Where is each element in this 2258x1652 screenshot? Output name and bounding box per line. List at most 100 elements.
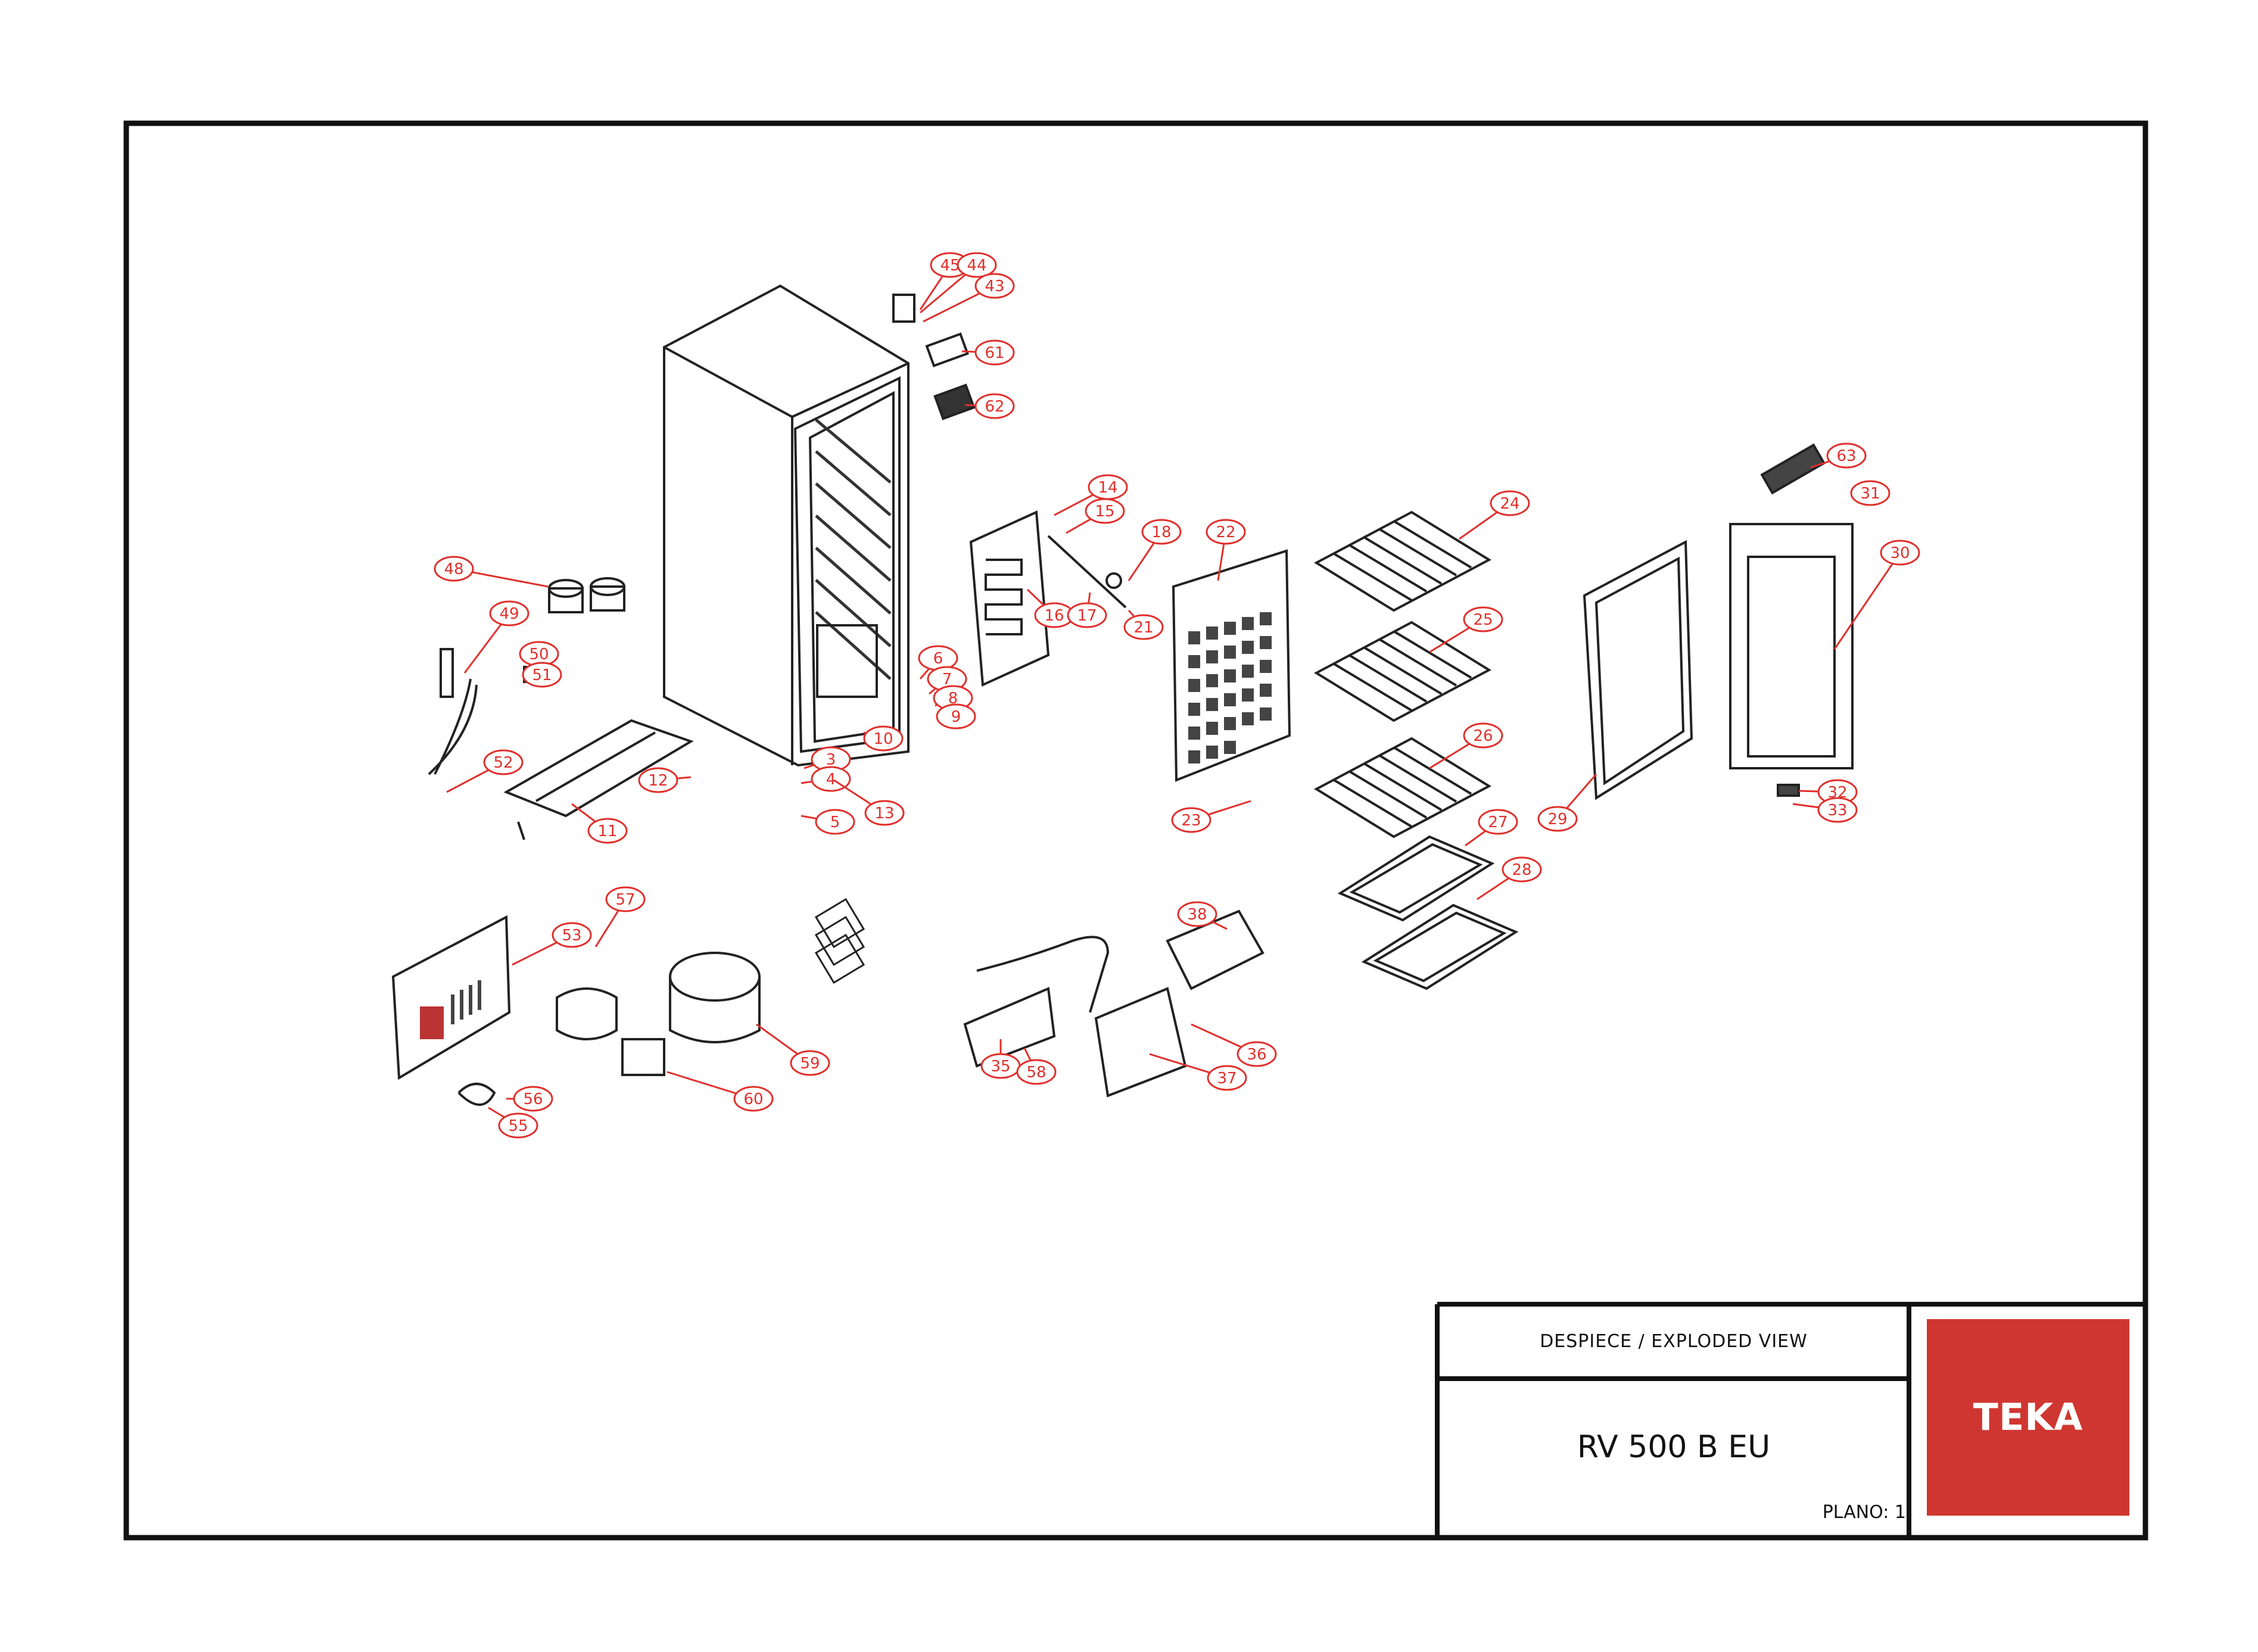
callout-52: 52 — [446, 749, 524, 793]
callout-label: 35 — [991, 1058, 1010, 1076]
callout-14: 14 — [1054, 474, 1128, 516]
callout-35: 35 — [980, 1039, 1021, 1079]
callout-label: 63 — [1836, 447, 1856, 465]
callout-15: 15 — [1066, 498, 1125, 534]
callout-5: 5 — [801, 809, 855, 835]
callout-bubble — [498, 1112, 538, 1139]
callout-bubble — [1490, 490, 1530, 516]
callout-label: 37 — [1217, 1070, 1237, 1087]
callout-bubble — [1537, 806, 1578, 832]
callout-label: 13 — [874, 805, 894, 822]
wine-racks — [1313, 510, 1519, 990]
callout-label: 23 — [1181, 812, 1201, 830]
callout-bubble — [1085, 498, 1125, 524]
callout-49: 49 — [463, 600, 530, 674]
title-block-header: DESPIECE / EXPLODED VIEW — [1540, 1331, 1808, 1352]
callout-28: 28 — [1477, 856, 1542, 900]
callout-bubble — [489, 600, 530, 626]
callout-7: 7 — [927, 666, 967, 695]
teka-logo: TEKA — [1927, 1319, 2129, 1516]
callout-label: 62 — [985, 398, 1004, 416]
callout-label: 55 — [508, 1117, 528, 1135]
callout-label: 3 — [826, 751, 836, 769]
callout-bubble — [1502, 856, 1542, 883]
callout-label: 61 — [985, 344, 1004, 362]
callout-bubble — [513, 1086, 553, 1112]
callout-label: 24 — [1500, 495, 1519, 513]
callout-label: 16 — [1044, 607, 1064, 625]
callout-37: 37 — [1149, 1053, 1247, 1091]
top-parts — [892, 294, 976, 420]
model-name: RV 500 B EU — [1577, 1429, 1771, 1465]
callout-33: 33 — [1792, 797, 1858, 823]
callout-label: 26 — [1473, 727, 1493, 745]
callout-58: 58 — [1016, 1048, 1057, 1085]
callout-bubble — [1123, 614, 1164, 640]
callout-label: 29 — [1547, 811, 1567, 828]
callout-44: 44 — [920, 252, 997, 314]
callout-label: 15 — [1095, 503, 1114, 520]
callout-label: 48 — [444, 560, 463, 578]
callout-label: 25 — [1473, 611, 1493, 629]
callout-label: 50 — [529, 646, 549, 663]
callout-bubble — [1826, 442, 1867, 469]
callout-bubble — [1207, 1065, 1247, 1091]
callout-label: 9 — [951, 708, 961, 726]
callout-bubble — [1478, 809, 1518, 835]
callout-55: 55 — [488, 1106, 538, 1139]
callout-bubble — [974, 393, 1015, 419]
callout-29: 29 — [1537, 774, 1597, 832]
callout-48: 48 — [434, 556, 549, 588]
callout-bubble — [790, 1050, 830, 1076]
callout-bubble — [1850, 480, 1891, 506]
callout-label: 10 — [873, 730, 893, 748]
callout-label: 36 — [1247, 1046, 1266, 1064]
callout-label: 59 — [800, 1055, 820, 1073]
callout-57: 57 — [594, 886, 646, 947]
callout-16: 16 — [1026, 588, 1075, 628]
callout-51: 51 — [522, 662, 562, 688]
machine-compartment — [391, 915, 761, 1106]
callout-63: 63 — [1810, 442, 1867, 469]
callout-bubble — [638, 767, 678, 793]
callout-label: 18 — [1151, 523, 1171, 541]
callout-4: 4 — [801, 766, 851, 792]
callout-6: 6 — [918, 645, 958, 679]
logo-text: TEKA — [1973, 1395, 2083, 1439]
callout-label: 56 — [523, 1090, 543, 1108]
callout-62: 62 — [964, 393, 1015, 419]
callout-10: 10 — [863, 725, 904, 752]
drawing-border — [123, 120, 2148, 1541]
callout-9: 9 — [936, 703, 976, 730]
callout-43: 43 — [923, 273, 1015, 323]
evaporator — [969, 510, 1127, 687]
callout-label: 43 — [985, 278, 1004, 295]
callout-bubble — [1141, 519, 1182, 545]
callout-30: 30 — [1833, 540, 1920, 650]
callout-bubble — [957, 252, 997, 278]
callout-60: 60 — [667, 1071, 774, 1112]
callout-bubble — [1463, 722, 1503, 749]
callout-label: 57 — [615, 891, 635, 909]
callout-label: 22 — [1216, 523, 1235, 541]
callout-bubble — [815, 809, 855, 835]
callout-label: 4 — [826, 771, 836, 788]
callout-label: 53 — [562, 927, 581, 945]
callout-50: 50 — [519, 641, 559, 671]
callout-label: 30 — [1890, 544, 1910, 562]
callout-bubble — [1817, 797, 1858, 823]
plano-number: PLANO: 1 — [1822, 1502, 1906, 1523]
callout-bubble — [1463, 606, 1503, 632]
callout-label: 5 — [830, 813, 840, 831]
callout-label: 52 — [493, 754, 513, 772]
callout-59: 59 — [756, 1023, 830, 1076]
fan-cover — [1172, 549, 1291, 782]
callout-31: 31 — [1850, 480, 1891, 506]
callout-56: 56 — [506, 1086, 553, 1112]
callout-leader — [1833, 552, 1901, 650]
callout-bubble — [974, 273, 1015, 299]
callout-22: 22 — [1206, 519, 1246, 581]
callout-26: 26 — [1429, 722, 1503, 769]
callout-17: 17 — [1067, 592, 1107, 628]
callout-label: 8 — [948, 690, 958, 707]
